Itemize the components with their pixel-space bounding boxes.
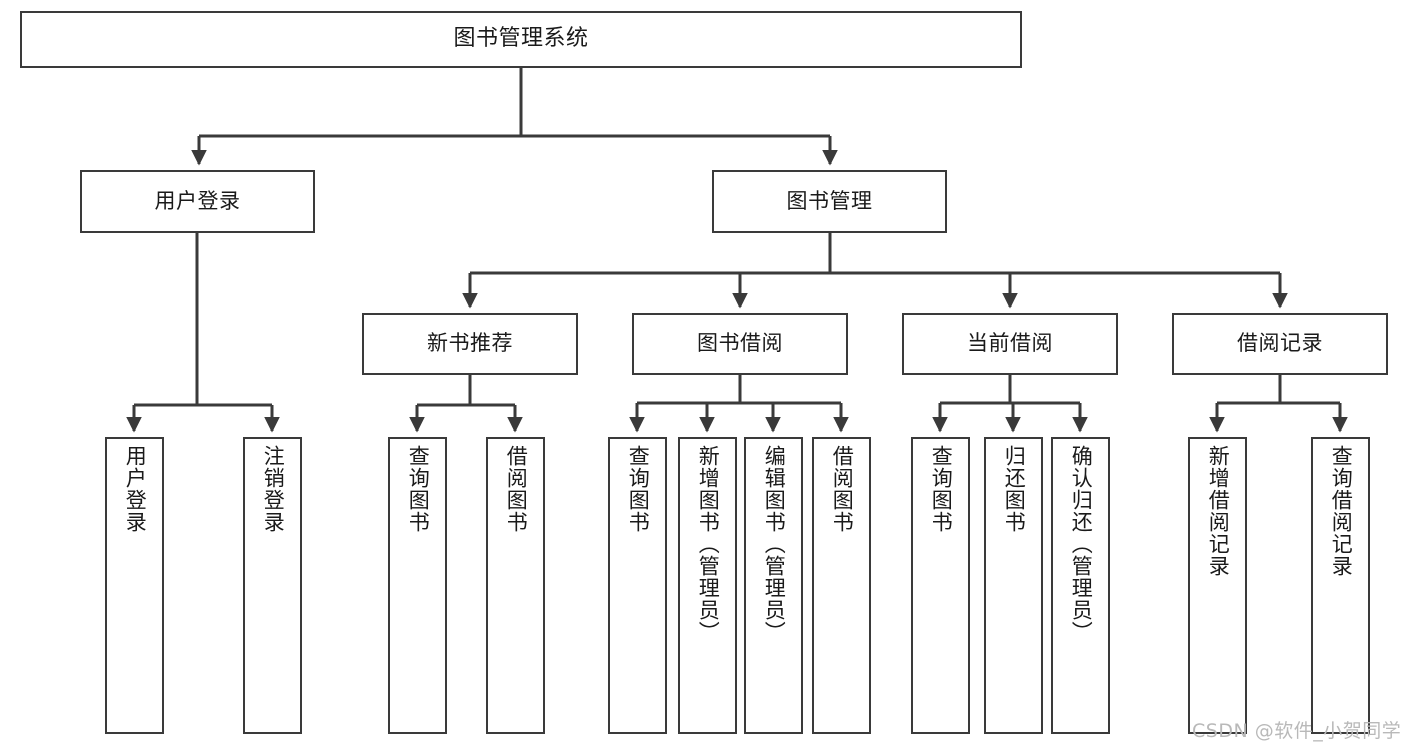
node-book-management[interactable]: 图书管理 bbox=[712, 170, 947, 233]
node-label: 查询图书 bbox=[626, 445, 651, 533]
node-label: 编辑图书（管理员） bbox=[762, 445, 787, 643]
node-label: 借阅图书 bbox=[504, 445, 529, 533]
node-label: 图书借阅 bbox=[697, 331, 783, 356]
node-leaf-add-book-admin[interactable]: 新增图书（管理员） bbox=[678, 437, 737, 734]
node-leaf-borrow-book-new[interactable]: 借阅图书 bbox=[486, 437, 545, 734]
node-leaf-edit-book-admin[interactable]: 编辑图书（管理员） bbox=[744, 437, 803, 734]
node-leaf-user-login[interactable]: 用户登录 bbox=[105, 437, 164, 734]
node-label: 查询借阅记录 bbox=[1329, 445, 1354, 577]
node-leaf-add-borrow-record[interactable]: 新增借阅记录 bbox=[1188, 437, 1247, 734]
node-leaf-confirm-return-admin[interactable]: 确认归还（管理员） bbox=[1051, 437, 1110, 734]
node-book-borrow[interactable]: 图书借阅 bbox=[632, 313, 848, 375]
node-label: 查询图书 bbox=[406, 445, 431, 533]
node-label: 新增图书（管理员） bbox=[696, 445, 721, 643]
node-leaf-query-book-new[interactable]: 查询图书 bbox=[388, 437, 447, 734]
node-label: 查询图书 bbox=[929, 445, 954, 533]
node-leaf-query-book-borrow[interactable]: 查询图书 bbox=[608, 437, 667, 734]
node-leaf-return-book[interactable]: 归还图书 bbox=[984, 437, 1043, 734]
node-label: 新增借阅记录 bbox=[1206, 445, 1231, 577]
node-new-book-recommend[interactable]: 新书推荐 bbox=[362, 313, 578, 375]
node-label: 用户登录 bbox=[123, 445, 148, 533]
node-user-login[interactable]: 用户登录 bbox=[80, 170, 315, 233]
node-leaf-query-book-current[interactable]: 查询图书 bbox=[911, 437, 970, 734]
node-leaf-query-borrow-record[interactable]: 查询借阅记录 bbox=[1311, 437, 1370, 734]
node-label: 注销登录 bbox=[261, 445, 286, 533]
node-label: 图书管理系统 bbox=[453, 26, 589, 52]
node-borrow-record[interactable]: 借阅记录 bbox=[1172, 313, 1388, 375]
node-leaf-logout[interactable]: 注销登录 bbox=[243, 437, 302, 734]
node-leaf-borrow-book[interactable]: 借阅图书 bbox=[812, 437, 871, 734]
node-label: 借阅记录 bbox=[1237, 331, 1323, 356]
node-label: 归还图书 bbox=[1002, 445, 1027, 533]
node-label: 当前借阅 bbox=[967, 331, 1053, 356]
node-label: 用户登录 bbox=[154, 188, 241, 213]
node-label: 确认归还（管理员） bbox=[1069, 445, 1094, 643]
node-label: 借阅图书 bbox=[830, 445, 855, 533]
watermark: CSDN @软件_小贺同学 bbox=[1192, 720, 1402, 742]
node-root-system[interactable]: 图书管理系统 bbox=[20, 11, 1022, 68]
node-label: 图书管理 bbox=[786, 188, 873, 213]
node-current-borrow[interactable]: 当前借阅 bbox=[902, 313, 1118, 375]
node-label: 新书推荐 bbox=[427, 331, 513, 356]
